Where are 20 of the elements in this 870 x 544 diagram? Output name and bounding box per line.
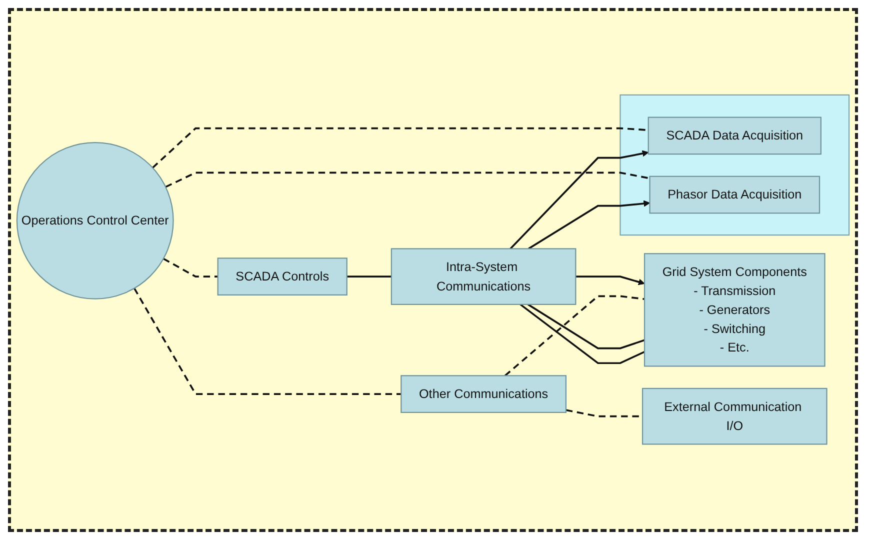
node-box: Intra-System Communications <box>390 248 576 306</box>
cluster <box>620 94 850 236</box>
arrow <box>528 200 650 250</box>
node-box: Grid System Components - Transmission - Generators - Switching - Etc. <box>644 254 826 368</box>
connector <box>134 288 402 396</box>
connector <box>165 172 650 188</box>
connector <box>152 128 648 169</box>
node-box: SCADA Controls <box>217 258 348 296</box>
node-box: SCADA Data Acquisition <box>648 117 822 156</box>
node-box: Phasor Data Acquisition <box>649 176 820 214</box>
node-box: Other Communications <box>400 376 567 414</box>
arrow <box>510 150 649 250</box>
arrow <box>576 276 645 286</box>
connector <box>162 258 218 278</box>
node-circle: Operations Control Center <box>16 142 174 300</box>
node-box: External Communication I/O <box>642 388 828 446</box>
connector <box>346 276 392 278</box>
connector <box>520 304 645 364</box>
connector <box>528 304 645 350</box>
connector <box>504 296 645 377</box>
